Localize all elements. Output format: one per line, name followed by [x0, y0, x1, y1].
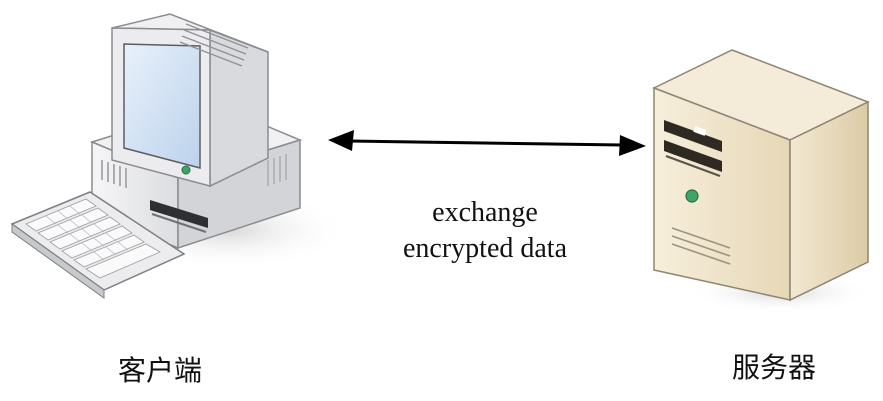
arrow-label-encrypted-data: encrypted data	[402, 233, 568, 264]
desktop-computer-icon	[10, 13, 350, 299]
arrow-label-exchange: exchange	[432, 197, 538, 228]
tower-server-icon	[652, 49, 875, 314]
server-label: 服务器	[732, 353, 817, 384]
client-label: 客户端	[118, 356, 203, 387]
double-headed-arrow	[328, 130, 646, 156]
